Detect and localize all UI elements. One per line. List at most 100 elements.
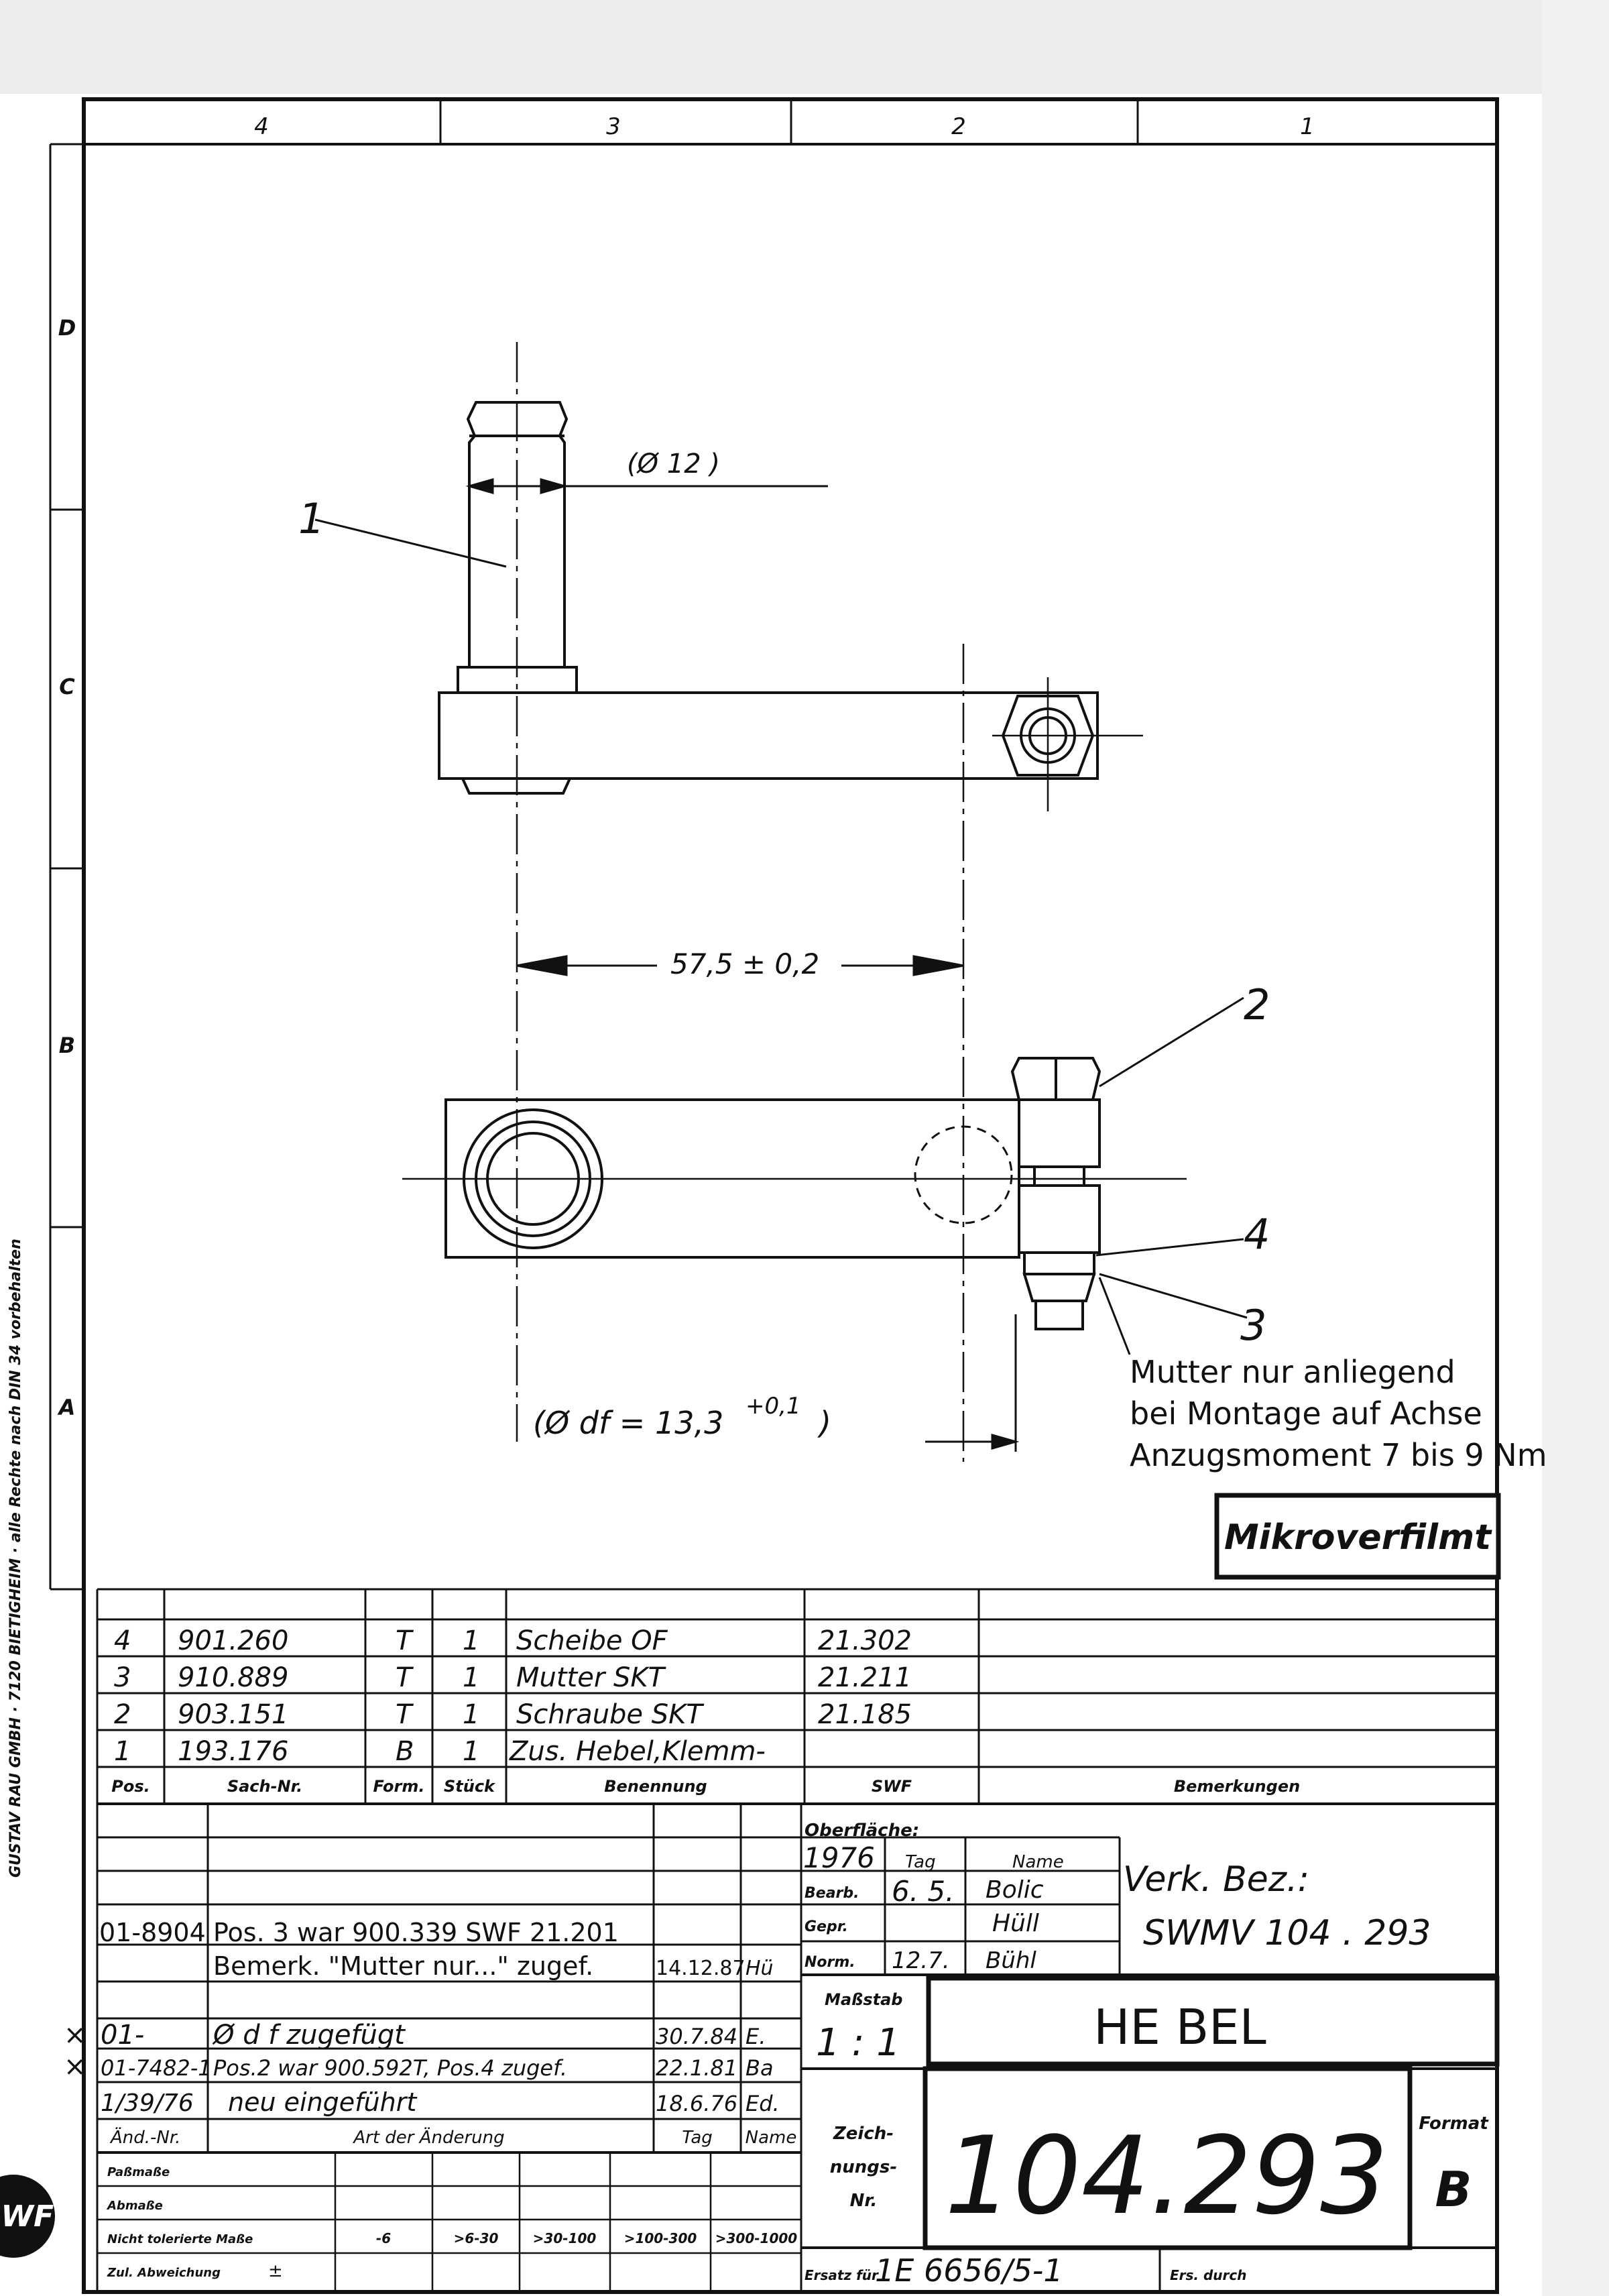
ersatz-label: Ersatz für — [804, 2267, 879, 2283]
part-sach: 903.151 — [178, 1699, 288, 1730]
title-block-text: Oberfläche: 1976 Tag Name Bearb. 6. 5. B… — [803, 1821, 1489, 2289]
change-nr: 01-7482-1 — [101, 2055, 212, 2081]
part-benennung: Mutter SKT — [516, 1662, 667, 1693]
zeichnung-label-3: Nr. — [850, 2191, 878, 2211]
parts-list-headers: Pos. Sach-Nr. Form. Stück Benennung SWF … — [111, 1777, 1300, 1796]
tol-row-label: Zul. Abweichung — [107, 2266, 221, 2280]
callout-3: 3 — [1240, 1301, 1266, 1350]
change-header-name: Name — [746, 2128, 797, 2148]
callout-leaders — [1095, 996, 1248, 1355]
grid-col-1: 1 — [1300, 113, 1315, 140]
header-form: Form. — [373, 1777, 425, 1796]
tol-range: >300-1000 — [715, 2230, 798, 2246]
part-benennung: Scheibe OF — [516, 1625, 668, 1656]
hidden-bore — [914, 1125, 1013, 1224]
front-view — [438, 401, 1099, 795]
part-swf: 21.211 — [818, 1662, 912, 1693]
grid-row-d: D — [58, 315, 76, 341]
tol-row-label: Paßmaße — [107, 2165, 170, 2179]
part-stueck: 1 — [463, 1736, 479, 1767]
df-close: ) — [817, 1405, 831, 1441]
surface-name-label: Name — [1012, 1852, 1064, 1872]
drawing-frame — [49, 97, 1499, 2294]
tolerance-text: Paßmaße Abmaße Nicht tolerierte Maße Zul… — [106, 2165, 797, 2281]
change-art: Ø d f zugefügt — [212, 2020, 406, 2051]
change-nr: 01- — [101, 2020, 144, 2051]
strike-mark: × — [64, 2020, 86, 2051]
part-form: T — [396, 1662, 414, 1693]
grid-row-c: C — [59, 674, 75, 699]
verk-label: Verk. Bez.: — [1123, 1859, 1309, 1900]
change-header-tag: Tag — [682, 2128, 713, 2148]
change-rows: 01-8904 Pos. 3 war 900.339 SWF 21.201 Be… — [99, 1918, 796, 2148]
change-tag: 30.7.84 — [656, 2024, 737, 2049]
callout-1: 1 — [298, 494, 324, 543]
change-name: E. — [746, 2024, 766, 2049]
part-benennung: Schraube SKT — [516, 1699, 705, 1730]
callout-4: 4 — [1244, 1210, 1270, 1259]
grid-col-4: 4 — [254, 113, 269, 140]
scan-top-band — [0, 0, 1609, 94]
swf-logo: SWF — [0, 2175, 55, 2258]
part-stueck: 1 — [463, 1699, 479, 1730]
parts-list-grid — [96, 1588, 1497, 1805]
change-art: neu eingeführt — [228, 2087, 418, 2117]
parts-list-rows: 4 901.260 T 1 Scheibe OF 21.302 3 910.88… — [114, 1625, 912, 1767]
change-name: Ba — [746, 2055, 774, 2081]
part-sach: 910.889 — [178, 1662, 288, 1693]
header-stueck: Stück — [444, 1777, 496, 1796]
mikroverfilmt-text: Mikroverfilmt — [1224, 1517, 1492, 1558]
format-value: B — [1435, 2161, 1472, 2218]
tol-row-label: Abmaße — [106, 2199, 163, 2213]
bearb-name: Bolic — [986, 1876, 1044, 1904]
gepr-label: Gepr. — [804, 1918, 848, 1935]
header-benennung: Benennung — [604, 1777, 707, 1796]
grid-col-3: 3 — [606, 113, 621, 140]
tol-range: >30-100 — [533, 2230, 597, 2246]
surface-year: 1976 — [803, 1841, 875, 1874]
change-tag: 22.1.81 — [656, 2055, 737, 2081]
norm-tag: 12.7. — [892, 1947, 950, 1974]
header-sach: Sach-Nr. — [227, 1777, 302, 1796]
part-form: B — [396, 1736, 414, 1767]
title-block-grid — [801, 1836, 1500, 2292]
logo-text: SWF — [0, 2199, 54, 2234]
tol-row-label: Nicht tolerierte Maße — [107, 2232, 253, 2246]
change-name: Hü — [746, 1957, 774, 1980]
part-stueck: 1 — [463, 1662, 479, 1693]
part-swf: 21.302 — [818, 1625, 912, 1656]
drawing-number: 104.293 — [945, 2113, 1388, 2238]
part-stueck: 1 — [463, 1625, 479, 1656]
tol-range: -6 — [376, 2230, 391, 2246]
part-benennung: Zus. Hebel,Klemm- — [509, 1736, 766, 1767]
mikroverfilmt-stamp — [1214, 1493, 1501, 1580]
ers-durch-label: Ers. durch — [1170, 2267, 1247, 2283]
change-art: Pos. 3 war 900.339 SWF 21.201 — [213, 1918, 619, 1947]
grid-row-a: A — [57, 1395, 76, 1420]
scan-right-band — [1542, 0, 1609, 2296]
header-pos: Pos. — [111, 1777, 150, 1796]
front-centerlines — [516, 342, 1143, 1462]
norm-label: Norm. — [804, 1954, 855, 1971]
ersatz-value: 1E 6656/5-1 — [875, 2252, 1063, 2289]
grid-row-b: B — [59, 1033, 75, 1058]
dim-57-5 — [516, 955, 964, 976]
massstab-label: Maßstab — [825, 1990, 902, 2009]
format-label: Format — [1419, 2114, 1489, 2134]
tol-range: >100-300 — [624, 2230, 697, 2246]
note-line-1: Mutter nur anliegend — [1130, 1354, 1455, 1390]
zeichnung-label-2: nungs- — [830, 2157, 897, 2177]
note-line-3: Anzugsmoment 7 bis 9 Nm — [1130, 1437, 1547, 1473]
change-header-art: Art der Änderung — [352, 2126, 504, 2148]
header-swf: SWF — [872, 1777, 912, 1796]
df-dimension — [925, 1314, 1020, 1452]
part-form: T — [396, 1699, 414, 1730]
note-line-2: bei Montage auf Achse — [1130, 1395, 1482, 1432]
header-bemerkungen: Bemerkungen — [1174, 1777, 1300, 1796]
dia12-dimension — [465, 478, 828, 494]
massstab-value: 1 : 1 — [816, 2021, 900, 2065]
change-nr: 01-8904 — [99, 1918, 206, 1947]
side-text: GUSTAV RAU GMBH · 7120 BIETIGHEIM · alle… — [7, 1239, 24, 1878]
change-table-grid — [96, 1804, 802, 2292]
callout-2: 2 — [1244, 980, 1270, 1029]
